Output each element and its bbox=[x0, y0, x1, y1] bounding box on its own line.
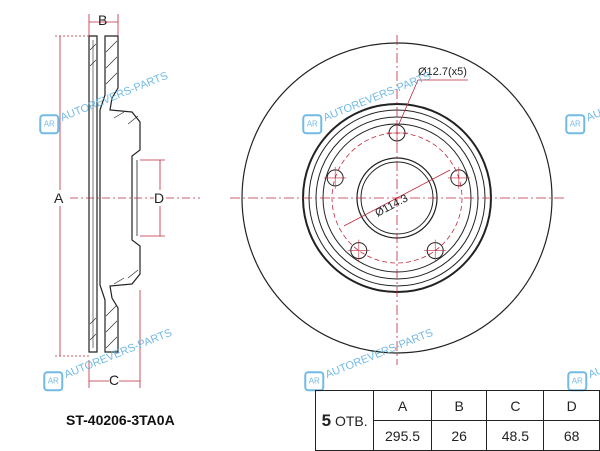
holes-count-cell: 5 ОТВ. bbox=[314, 390, 375, 451]
header-a: A bbox=[373, 390, 432, 421]
value-b: 26 bbox=[430, 420, 488, 451]
dimensions-table: 5 ОТВ. A B C D 295.5 26 48.5 68 bbox=[314, 390, 600, 451]
part-number: ST-40206-3TA0A bbox=[66, 412, 175, 428]
value-c: 48.5 bbox=[486, 420, 545, 451]
dimension-label-c: C bbox=[109, 372, 120, 388]
side-dimensions bbox=[55, 14, 200, 388]
holes-unit: ОТВ. bbox=[334, 412, 368, 429]
header-b: B bbox=[430, 390, 488, 421]
watermark-logo: AR bbox=[565, 114, 586, 135]
dimension-label-d: D bbox=[154, 190, 165, 206]
watermark-logo: AR bbox=[302, 114, 323, 135]
bolt-hole-label: Ø12.7(x5) bbox=[418, 66, 467, 78]
watermark-logo: AR bbox=[304, 371, 325, 392]
dimension-label-a: A bbox=[54, 190, 64, 206]
value-a: 295.5 bbox=[373, 420, 432, 451]
header-c: C bbox=[486, 390, 545, 421]
side-view bbox=[88, 35, 141, 353]
watermark-logo: AR bbox=[39, 114, 60, 135]
watermark-logo: AR bbox=[43, 371, 64, 392]
dimension-label-b: B bbox=[98, 12, 108, 28]
header-d: D bbox=[543, 390, 600, 421]
holes-count: 5 bbox=[321, 410, 332, 430]
front-view bbox=[230, 35, 565, 365]
value-d: 68 bbox=[543, 420, 600, 451]
watermark-logo: AR bbox=[567, 371, 588, 392]
